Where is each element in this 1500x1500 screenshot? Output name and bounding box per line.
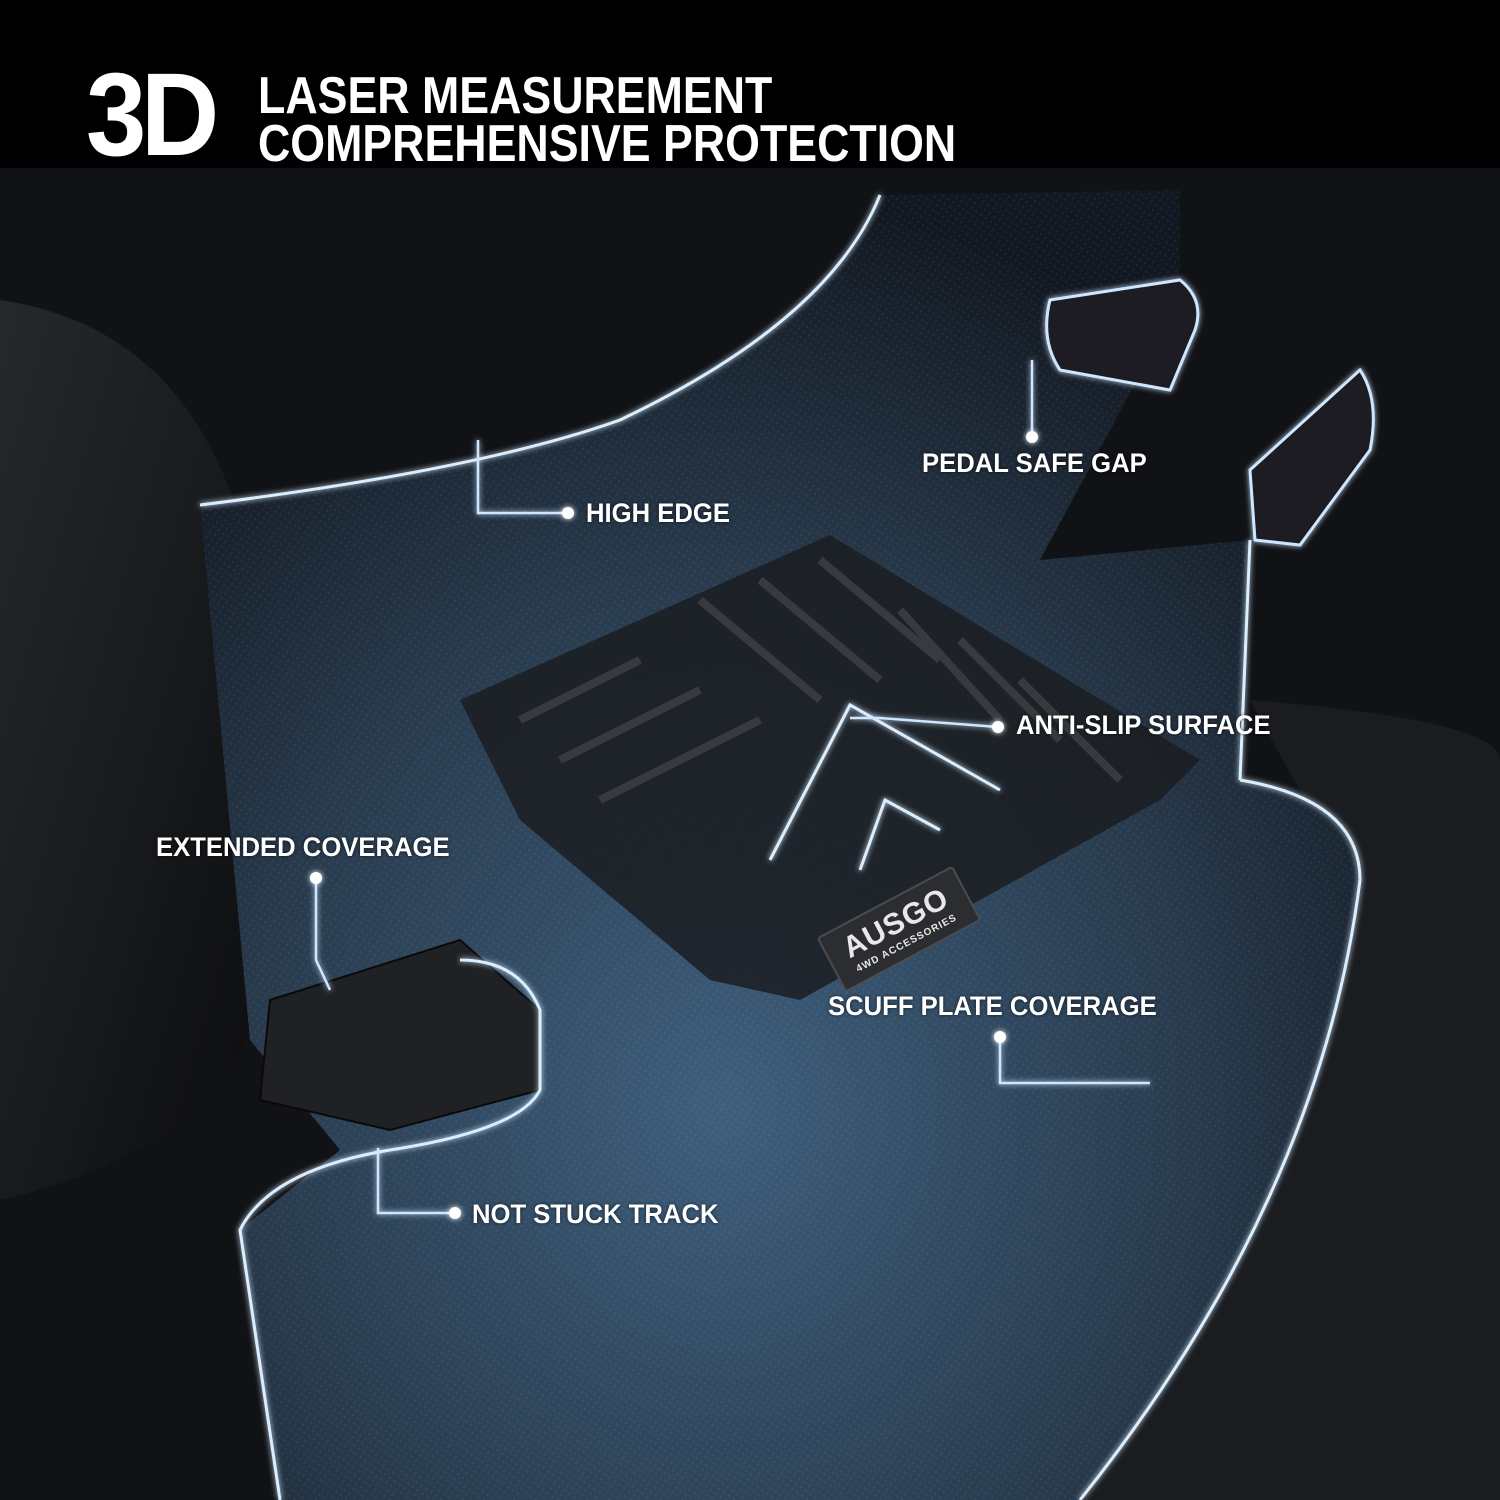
badge-3d: 3D <box>86 49 219 181</box>
header-band: 3D LASER MEASUREMENT COMPREHENSIVE PROTE… <box>0 0 1500 174</box>
callout-extended-coverage: EXTENDED COVERAGE <box>156 832 450 862</box>
callout-anti-slip-surface: ANTI-SLIP SURFACE <box>1016 710 1271 740</box>
floor-mat-scene <box>0 168 1500 1500</box>
callout-scuff-plate-coverage: SCUFF PLATE COVERAGE <box>828 991 1157 1021</box>
callout-high-edge: HIGH EDGE <box>586 498 730 528</box>
callout-not-stuck-track: NOT STUCK TRACK <box>472 1199 719 1229</box>
callout-pedal-safe-gap: PEDAL SAFE GAP <box>922 448 1147 478</box>
headline-line-2: COMPREHENSIVE PROTECTION <box>258 115 957 173</box>
headline-line-1: LASER MEASUREMENT <box>258 67 773 125</box>
